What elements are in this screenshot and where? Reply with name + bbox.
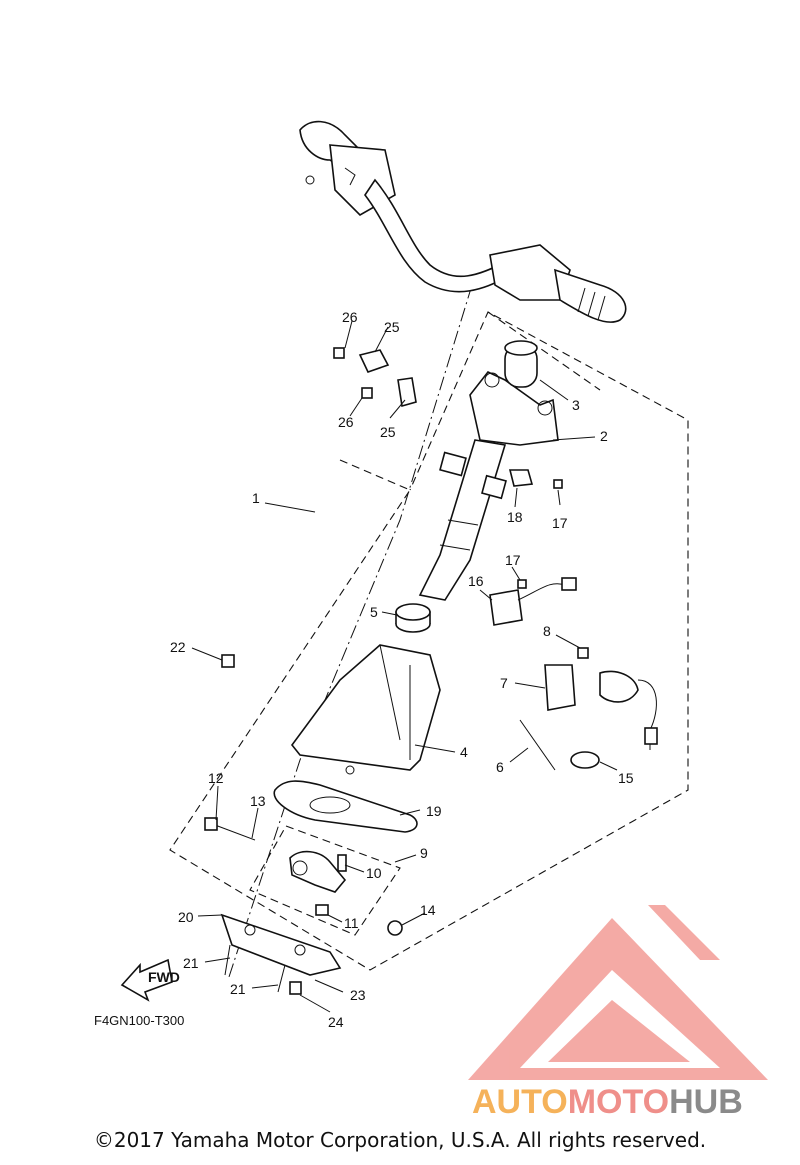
callout-label: 10: [366, 865, 382, 881]
callout-label: 16: [468, 573, 484, 589]
callout-label: 23: [350, 987, 366, 1003]
callout-label: 4: [460, 744, 468, 760]
callout-label: 14: [420, 902, 436, 918]
column-upper-bracket: [469, 340, 559, 446]
callout-label: 24: [328, 1014, 344, 1030]
callout-labels: 1 2 3 4 5 6 7 8 9 10 11 12 13 14 15 16 1…: [170, 309, 634, 1030]
callout-label: 17: [505, 552, 521, 568]
diagram-reference-code: F4GN100-T300: [94, 1013, 184, 1028]
switch-bracket: [519, 664, 658, 771]
callout-label: 20: [178, 909, 194, 925]
copyright-notice: ©2017 Yamaha Motor Corporation, U.S.A. A…: [93, 1128, 707, 1152]
column-housing: [290, 644, 441, 775]
callout-label: 1: [252, 490, 260, 506]
base-plate: [220, 913, 342, 976]
steering-shaft: [418, 439, 507, 601]
watermark-moto: MOTO: [568, 1083, 669, 1121]
clamps: [358, 349, 417, 408]
callout-label: 17: [552, 515, 568, 531]
callout-label: 12: [208, 770, 224, 786]
callout-label: 26: [342, 309, 358, 325]
callout-label: 9: [420, 845, 428, 861]
callout-label: 6: [496, 759, 504, 775]
fasteners: [204, 347, 589, 995]
assembly-boundary-9: [249, 825, 401, 936]
watermark-auto: AUTO: [472, 1083, 568, 1121]
leader-lines: [191, 320, 618, 1013]
callout-label: 7: [500, 675, 508, 691]
handlebar: [299, 120, 627, 323]
callout-label: 25: [380, 424, 396, 440]
callout-label: 13: [250, 793, 266, 809]
callout-label: 25: [384, 319, 400, 335]
callout-label: 3: [572, 397, 580, 413]
callout-label: 11: [344, 915, 359, 931]
watermark-logo: [468, 905, 768, 1080]
watermark-hub: HUB: [669, 1083, 743, 1121]
callout-label: 18: [507, 509, 523, 525]
lower-bracket: [289, 850, 347, 916]
callout-label: 5: [370, 604, 378, 620]
watermark-text: AUTOMOTOHUB: [472, 1083, 743, 1121]
callout-label: 19: [426, 803, 442, 819]
callout-label: 26: [338, 414, 354, 430]
forward-arrow: FWD: [120, 958, 180, 1002]
bushing: [395, 603, 431, 633]
sensor: [489, 469, 577, 626]
gasket: [273, 780, 418, 833]
steering-axis-line: [227, 284, 473, 981]
callout-label: 22: [170, 639, 186, 655]
assembly-boundary-1: [169, 311, 689, 971]
callout-label: 2: [600, 428, 608, 444]
callout-label: 15: [618, 770, 634, 786]
callout-label: 21: [183, 955, 199, 971]
callout-label: 8: [543, 623, 551, 639]
assembly-boundary-2: [487, 311, 601, 391]
callout-label: 21: [230, 981, 246, 997]
fwd-label: FWD: [148, 969, 180, 985]
